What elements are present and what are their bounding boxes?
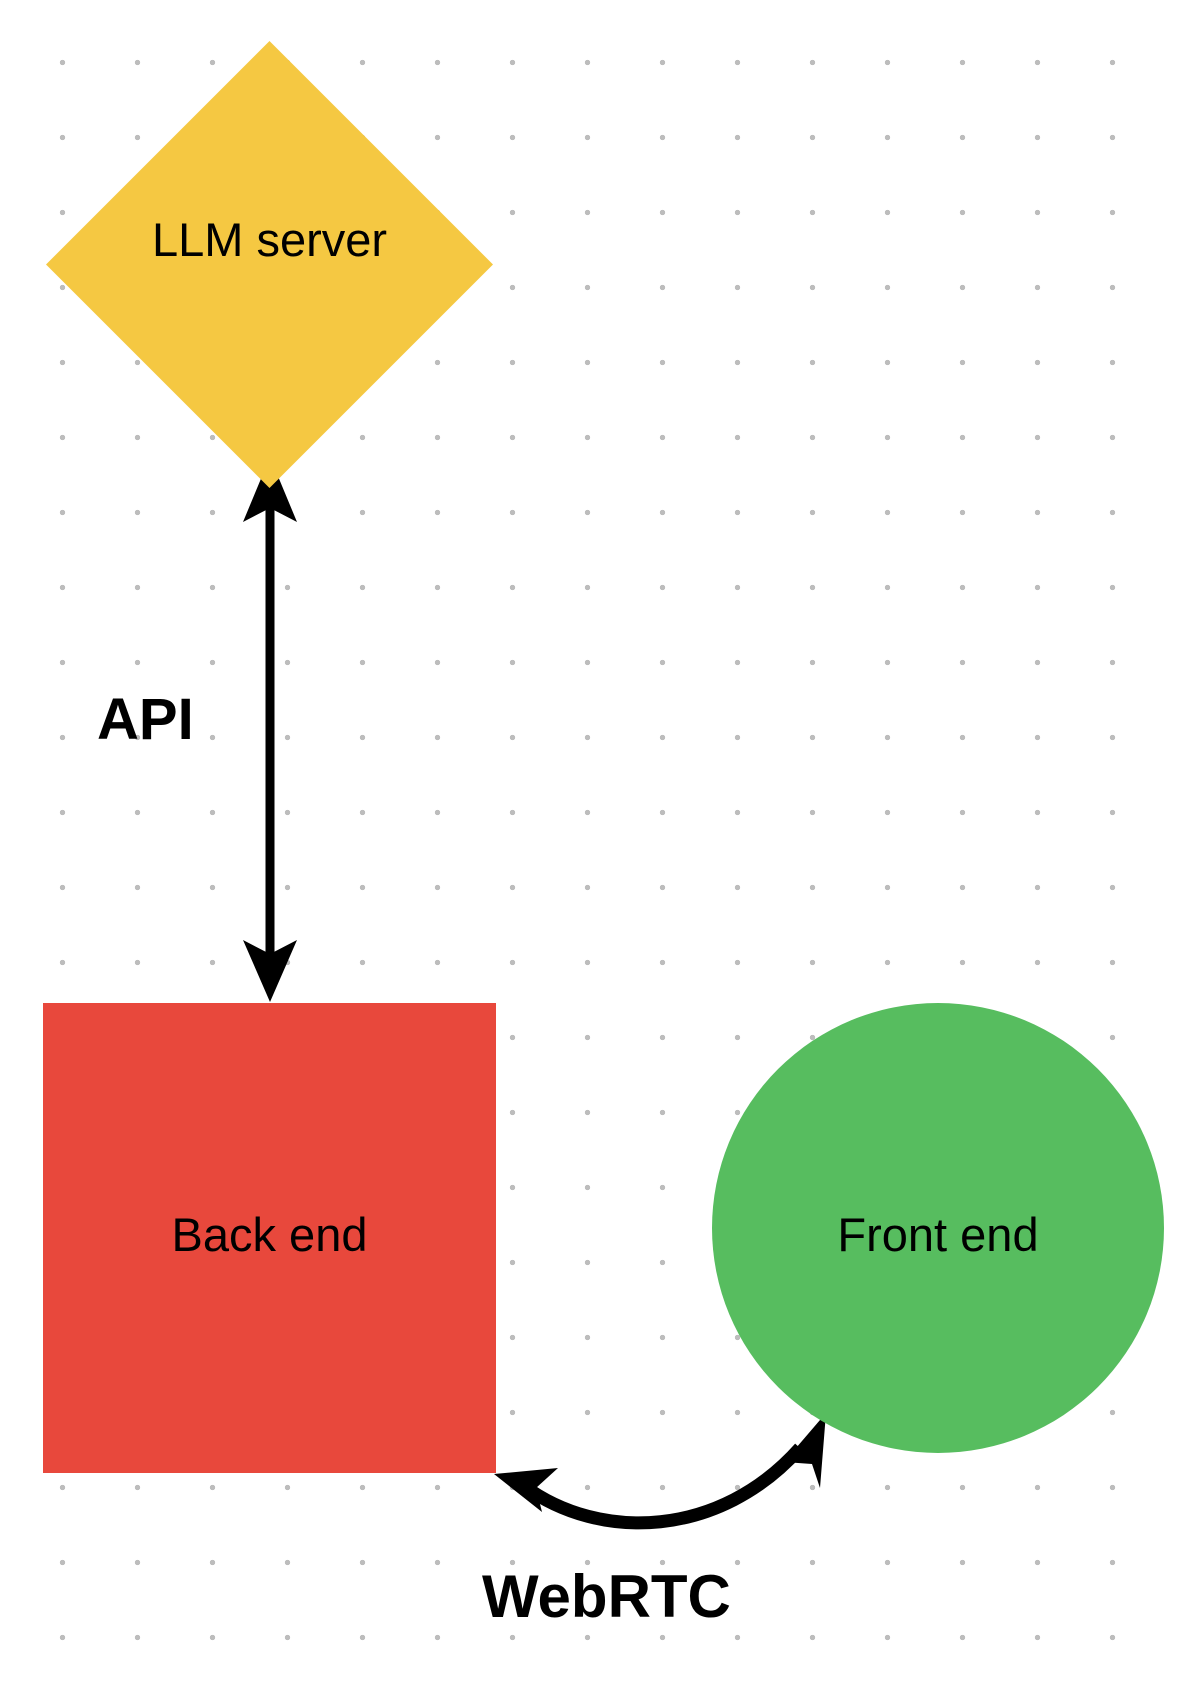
node-back-end[interactable]: [43, 1003, 496, 1473]
webrtc-arrowhead-left: [494, 1468, 558, 1512]
node-llm-server[interactable]: [46, 41, 493, 488]
api-arrow[interactable]: [243, 457, 297, 1002]
edge-label-webrtc: WebRTC: [482, 1563, 731, 1630]
edge-label-api: API: [97, 687, 194, 752]
webrtc-arrow-curve: [520, 1443, 805, 1530]
api-arrowhead-down: [243, 940, 297, 1002]
webrtc-arrow[interactable]: [494, 1413, 826, 1530]
node-front-end[interactable]: [712, 1003, 1164, 1453]
webrtc-arrowhead-right: [784, 1413, 826, 1488]
diamond-shape: [46, 41, 493, 488]
